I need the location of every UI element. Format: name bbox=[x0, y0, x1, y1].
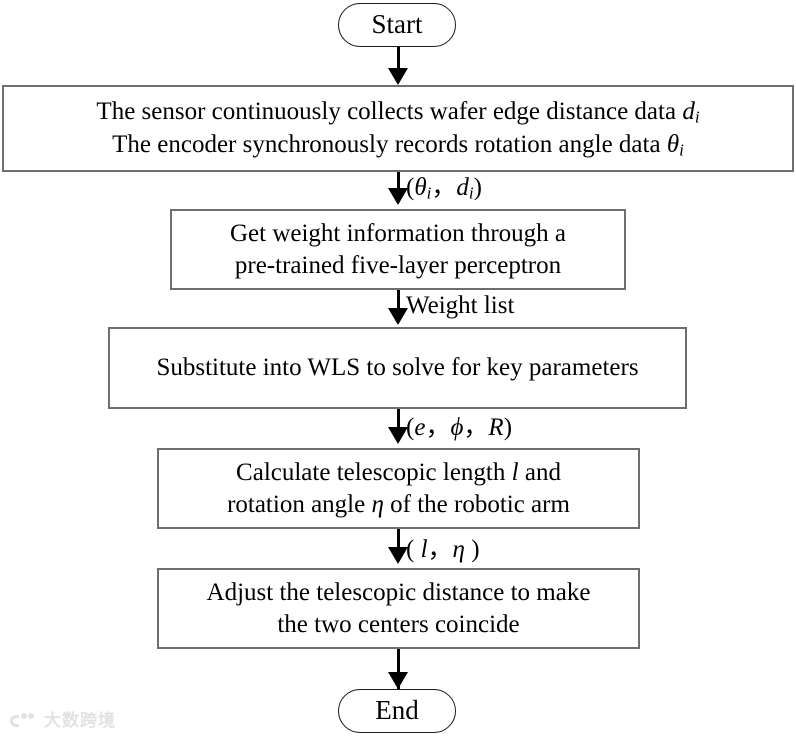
edge-label-theta-d: (θi，di) bbox=[406, 174, 482, 203]
node-calculate[interactable]: Calculate telescopic length l and rotati… bbox=[157, 448, 640, 529]
watermark-logo-icon bbox=[10, 713, 34, 728]
connector-wls-to-calculate bbox=[397, 409, 400, 441]
arrowhead-wls-to-calculate bbox=[388, 427, 408, 444]
node-perceptron-line2: pre-trained five-layer perceptron bbox=[234, 251, 562, 279]
symbol-eta: η bbox=[371, 490, 384, 518]
symbol-d: d bbox=[682, 98, 695, 126]
watermark-text: 大数跨境 bbox=[44, 710, 116, 731]
edge-label-l-eta: ( l，η ) bbox=[406, 536, 480, 563]
node-end[interactable]: End bbox=[338, 689, 456, 733]
edge-label-e-phi-r: (e，ϕ，R) bbox=[406, 414, 513, 441]
connector-start-to-collect bbox=[397, 47, 400, 77]
node-adjust-line2: the two centers coincide bbox=[277, 610, 520, 638]
node-end-label: End bbox=[375, 695, 419, 726]
connector-adjust-to-end bbox=[397, 649, 400, 689]
node-calculate-line2: rotation angle η of the robotic arm bbox=[227, 490, 570, 518]
connector-calculate-to-adjust bbox=[397, 529, 400, 561]
node-calculate-line1: Calculate telescopic length l and bbox=[236, 458, 561, 486]
node-start[interactable]: Start bbox=[338, 3, 456, 47]
watermark: 大数跨境 bbox=[8, 711, 116, 731]
node-adjust[interactable]: Adjust the telescopic distance to make t… bbox=[157, 568, 640, 649]
arrowhead-adjust-to-end bbox=[388, 672, 408, 689]
node-wls-line1: Substitute into WLS to solve for key par… bbox=[156, 354, 639, 381]
arrowhead-perceptron-to-wls bbox=[388, 308, 408, 325]
node-adjust-line1: Adjust the telescopic distance to make bbox=[206, 578, 591, 606]
node-collect-data-line2: The encoder synchronously records rotati… bbox=[112, 130, 684, 160]
arrowhead-start-to-collect bbox=[388, 68, 408, 85]
subscript-i: i bbox=[694, 107, 700, 127]
node-wls[interactable]: Substitute into WLS to solve for key par… bbox=[108, 327, 687, 409]
connector-perceptron-to-wls bbox=[397, 290, 400, 320]
node-perceptron-line1: Get weight information through a bbox=[229, 219, 567, 247]
symbol-theta: θ bbox=[666, 130, 680, 158]
subscript-i: i bbox=[679, 140, 684, 160]
node-collect-data-line1: The sensor continuously collects wafer e… bbox=[96, 98, 700, 127]
node-collect-data[interactable]: The sensor continuously collects wafer e… bbox=[2, 85, 794, 172]
arrowhead-calculate-to-adjust bbox=[388, 547, 408, 564]
symbol-l: l bbox=[511, 458, 519, 486]
node-start-label: Start bbox=[371, 9, 423, 40]
node-perceptron[interactable]: Get weight information through a pre-tra… bbox=[170, 209, 626, 290]
arrowhead-collect-to-perceptron bbox=[388, 188, 408, 205]
edge-label-weight-list: Weight list bbox=[406, 292, 515, 319]
connector-collect-to-perceptron bbox=[397, 172, 400, 200]
